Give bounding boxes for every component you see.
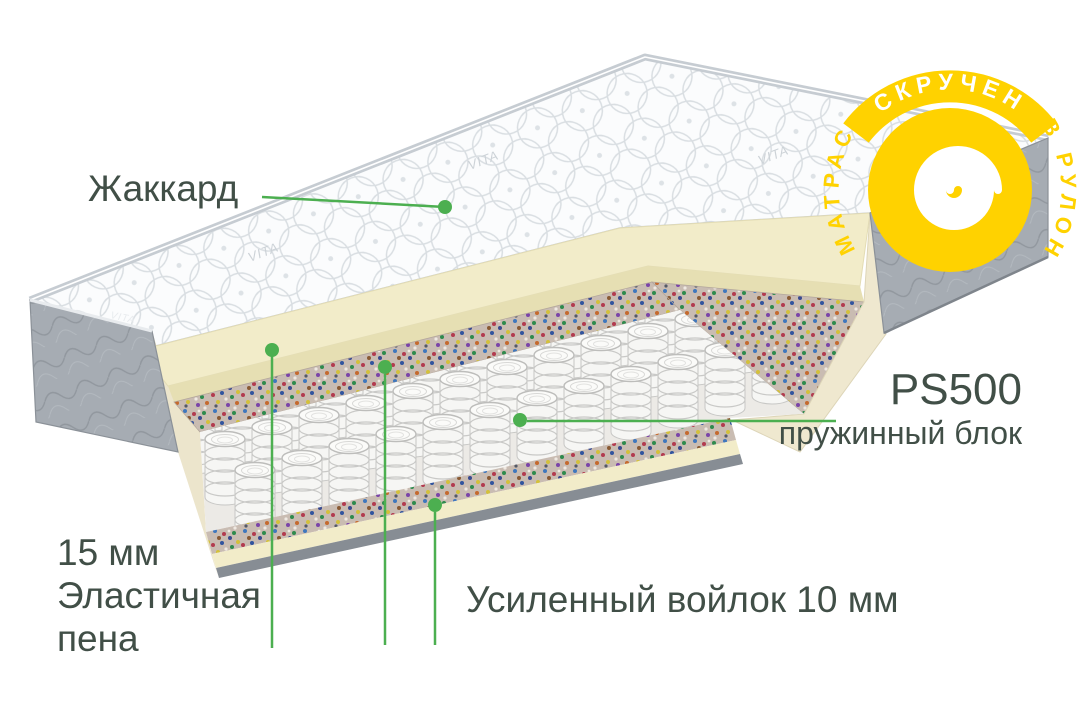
annotation-foam: 15 мм Эластичная пена [57, 343, 279, 659]
base-foam-strip [212, 440, 740, 568]
label-spring-sub: пружинный блок [779, 415, 1023, 451]
base-felt-strip [206, 418, 736, 554]
annotations: Жаккард PS500 пружинный блок 15 мм Эласт… [57, 168, 1023, 659]
label-foam-line2: Эластичная [57, 575, 261, 616]
brand-mark: VITA [109, 310, 136, 326]
annotation-dot [265, 343, 279, 357]
label-jacquard: Жаккард [88, 168, 238, 209]
annotation-jacquard: Жаккард [88, 168, 452, 214]
annotation-line [261, 195, 446, 209]
annotation-dot [438, 200, 452, 214]
cut-face-left [152, 331, 218, 576]
spiral-icon [913, 146, 1002, 230]
mattress: VITA VITA VITA VITA [28, 53, 1049, 578]
annotation-springs: PS500 пружинный блок [513, 365, 1023, 451]
tape-edge-stitch [29, 56, 1049, 301]
label-foam-line1: 15 мм [57, 532, 159, 573]
base-edge-strip [216, 454, 743, 578]
label-spring-model: PS500 [890, 365, 1022, 414]
annotation-dot [378, 360, 392, 374]
annotation-felt: Усиленный войлок 10 мм [378, 360, 899, 645]
annotation-dot [428, 498, 442, 512]
spring-block [200, 310, 804, 532]
side-panel-right-bottom-edge [883, 255, 1049, 335]
side-panel-left-seam [29, 298, 153, 333]
annotation-dot [513, 413, 527, 427]
label-felt: Усиленный войлок 10 мм [466, 579, 899, 620]
label-foam-line3: пена [57, 618, 139, 659]
